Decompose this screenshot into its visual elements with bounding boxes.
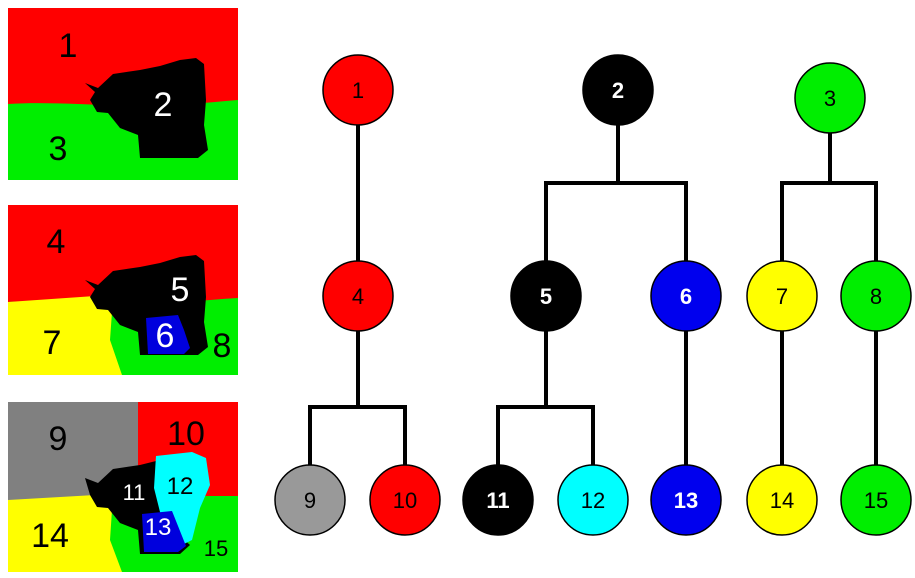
tree-node-label-3: 3 bbox=[824, 86, 836, 111]
tree-node-circle-10 bbox=[369, 464, 441, 536]
tree-node-circle-11 bbox=[462, 464, 534, 536]
region-5-label: 5 bbox=[171, 271, 190, 309]
tree-node-label-8: 8 bbox=[870, 284, 882, 309]
tree-node-circle-13 bbox=[650, 464, 722, 536]
region-10-label: 10 bbox=[167, 415, 205, 453]
tree-node-label-15: 15 bbox=[864, 488, 888, 513]
tree-edges bbox=[308, 125, 878, 465]
tree-node-label-14: 14 bbox=[770, 488, 794, 513]
tree-node-3: 3 bbox=[794, 62, 866, 134]
tree-node-14: 14 bbox=[746, 464, 818, 536]
tree-node-label-2: 2 bbox=[612, 78, 624, 103]
tree-node-circle-9 bbox=[274, 464, 346, 536]
tree-node-label-6: 6 bbox=[680, 284, 692, 309]
region-1-label: 1 bbox=[59, 27, 78, 65]
tree-node-label-4: 4 bbox=[352, 284, 364, 309]
region-3-label: 3 bbox=[49, 130, 68, 168]
tree-node-5: 5 bbox=[510, 260, 582, 332]
tree-node-label-7: 7 bbox=[776, 284, 788, 309]
tree-node-11: 11 bbox=[462, 464, 534, 536]
tree-node-circle-2 bbox=[582, 54, 654, 126]
tree-node-circle-6 bbox=[650, 260, 722, 332]
region-13-area bbox=[142, 511, 186, 552]
region-2-label: 2 bbox=[154, 86, 173, 124]
tree-node-2: 2 bbox=[582, 54, 654, 126]
tree-node-9: 9 bbox=[274, 464, 346, 536]
tree-node-circle-8 bbox=[840, 260, 912, 332]
segmentation-panel-1: 1 2 3 bbox=[8, 8, 238, 180]
tree-node-7: 7 bbox=[746, 260, 818, 332]
region-9-label: 9 bbox=[49, 420, 68, 458]
region-15-label: 15 bbox=[204, 536, 228, 561]
tree-node-10: 10 bbox=[369, 464, 441, 536]
segmentation-panel-3: 9 10 11 12 13 14 15 bbox=[8, 402, 238, 572]
tree-node-label-12: 12 bbox=[581, 488, 605, 513]
tree-node-circle-1 bbox=[322, 54, 394, 126]
tree-node-circle-12 bbox=[557, 464, 629, 536]
tree-node-label-10: 10 bbox=[393, 488, 417, 513]
tree-node-label-13: 13 bbox=[674, 488, 698, 513]
tree-node-15: 15 bbox=[840, 464, 912, 536]
region-12-label: 12 bbox=[167, 473, 194, 500]
region-7-area bbox=[8, 296, 122, 375]
tree-node-circle-15 bbox=[840, 464, 912, 536]
tree-node-circle-3 bbox=[794, 62, 866, 134]
tree-node-label-9: 9 bbox=[304, 488, 316, 513]
tree-node-6: 6 bbox=[650, 260, 722, 332]
region-2-cow bbox=[85, 58, 208, 158]
tree-node-1: 1 bbox=[322, 54, 394, 126]
tree-node-label-5: 5 bbox=[540, 284, 552, 309]
tree-node-circle-14 bbox=[746, 464, 818, 536]
tree-node-12: 12 bbox=[557, 464, 629, 536]
tree-node-8: 8 bbox=[840, 260, 912, 332]
region-8-label: 8 bbox=[213, 327, 232, 365]
tree-node-4: 4 bbox=[322, 260, 394, 332]
segmentation-panel-2: 4 5 6 7 8 bbox=[8, 205, 238, 375]
tree-node-label-1: 1 bbox=[352, 78, 364, 103]
tree-node-label-11: 11 bbox=[486, 488, 509, 513]
region-14-label: 14 bbox=[31, 517, 69, 555]
tree-node-13: 13 bbox=[650, 464, 722, 536]
tree-node-circle-7 bbox=[746, 260, 818, 332]
region-14-area bbox=[8, 495, 122, 572]
region-4-label: 4 bbox=[47, 223, 66, 261]
region-13-label: 13 bbox=[145, 514, 172, 541]
tree-node-circle-4 bbox=[322, 260, 394, 332]
region-11-label: 11 bbox=[123, 480, 146, 505]
tree-node-circle-5 bbox=[510, 260, 582, 332]
region-7-label: 7 bbox=[43, 324, 62, 362]
region-6-area bbox=[146, 315, 190, 354]
region-6-label: 6 bbox=[156, 317, 175, 355]
